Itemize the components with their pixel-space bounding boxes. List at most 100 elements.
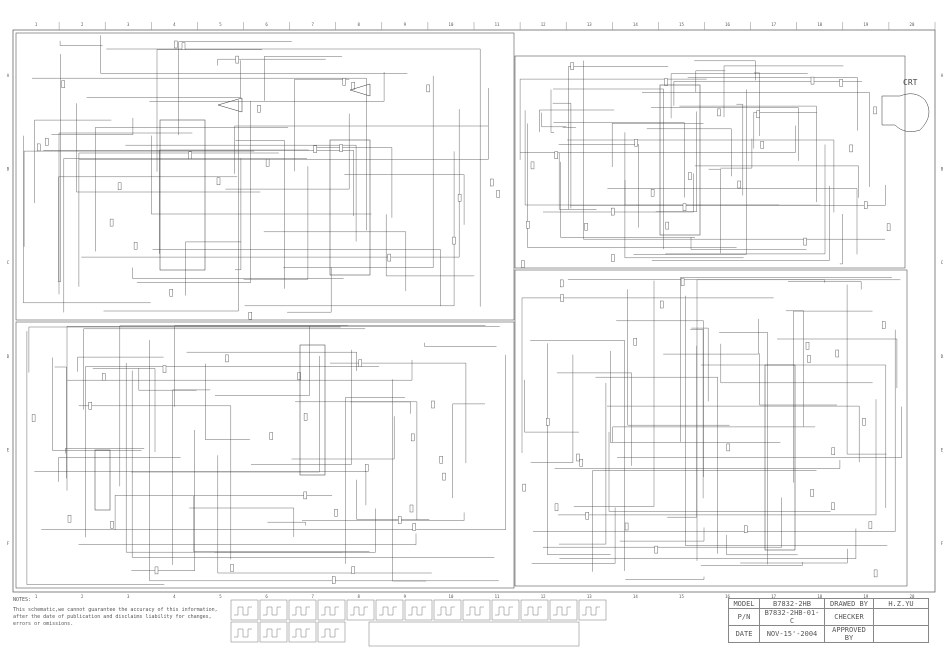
wire [777,338,898,389]
mode-table [368,621,580,647]
resistor [162,365,167,373]
wire [58,132,193,295]
resistor [174,40,178,49]
waveform-box [317,599,346,621]
resistor [109,218,114,227]
resistor [654,545,658,554]
wire [330,362,467,464]
resistor [554,151,558,159]
resistor [235,55,239,64]
resistor [31,414,36,422]
wire [793,310,873,483]
waveform-trace [321,606,339,616]
resistor [737,180,741,189]
resistor [650,188,655,197]
wire [66,326,500,491]
wire [753,72,760,136]
column-label: 20 [910,22,915,27]
resistor [409,504,414,513]
board-deflection [514,269,908,587]
wire [541,112,567,127]
wire [51,117,134,135]
wire [651,107,799,161]
column-label: 18 [817,22,822,27]
resistor [339,144,343,152]
wire [558,399,877,516]
resistor [805,342,810,350]
wire [235,140,285,289]
wire [539,109,615,133]
resistor [169,289,173,297]
waveform-trace [263,606,281,616]
resistor [332,576,336,584]
column-label: 14 [633,594,638,599]
resistor [664,78,668,86]
waveform-trace [292,628,310,638]
resistor [351,81,355,90]
waveform-box [259,621,288,643]
row-label: B [7,167,10,172]
wire [788,281,862,290]
wire [244,151,455,306]
resistor [61,80,65,88]
wire [524,110,779,206]
ic-deflection [329,139,371,276]
wire [193,496,370,552]
wire [138,368,197,391]
wire [642,92,870,187]
wire [550,89,554,133]
column-label: 11 [495,594,500,599]
wire [125,145,357,242]
wire [607,405,860,463]
wire [243,166,309,280]
resistor [181,42,186,50]
wire [32,78,367,231]
resistor [849,144,853,153]
wire [524,379,579,433]
model-label: MODEL [728,598,760,609]
waveform-box [520,599,549,621]
resistor [88,402,92,410]
waveform-trace [292,606,310,616]
wire [106,48,481,307]
wire [567,139,835,213]
resistor [717,108,721,117]
ic-mcu [159,119,206,271]
wire [690,329,704,499]
crt-tube [881,93,930,132]
wire [151,135,372,215]
flyback-transformer [764,364,796,551]
notes: NOTES: This schematic,we cannot guarante… [13,597,218,628]
pn-label: P/N [728,608,760,626]
column-label: 4 [173,22,176,27]
wire [23,150,255,247]
waveform-box [433,599,462,621]
wire [156,49,263,172]
wire [646,128,732,177]
wire [533,329,896,532]
resistor [585,512,589,520]
wire [235,158,242,270]
wire [753,112,817,149]
resistor [839,79,843,87]
row-label: E [7,448,10,453]
wire [205,363,250,440]
date-label: DATE [728,625,760,643]
waveform-box [317,621,346,643]
wire [83,328,366,410]
wire [624,132,744,258]
resistor [257,104,261,113]
wire [291,416,395,460]
wire [607,188,858,255]
wire [65,448,145,454]
wire [651,185,830,261]
wire [100,35,408,74]
wire [552,103,572,209]
notes-line: errors or omissions. [13,621,74,627]
resistor [682,203,687,211]
wire [691,327,709,402]
resistor [216,177,221,186]
wire [58,176,238,282]
resistor [810,489,814,497]
